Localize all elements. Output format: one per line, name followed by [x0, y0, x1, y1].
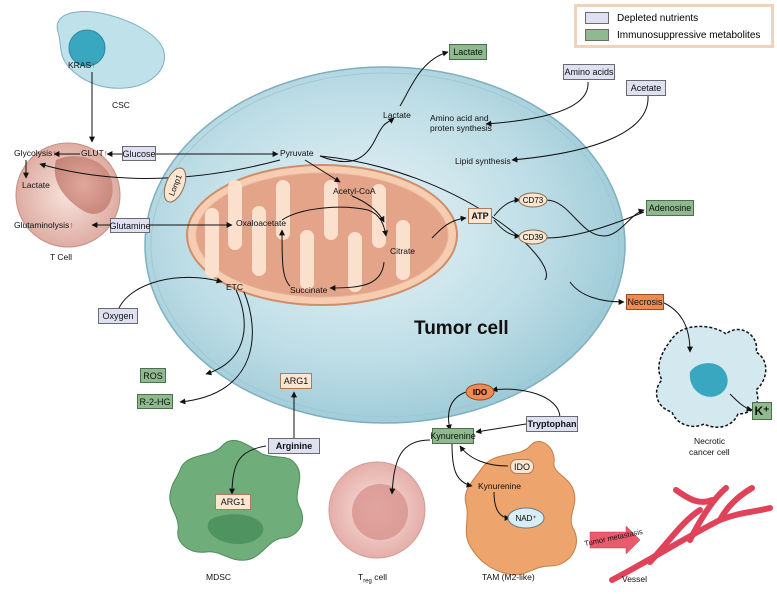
lipid-synthesis-label: Lipid synthesis — [455, 156, 511, 166]
amino-synthesis-label-2: proten synthesis — [430, 123, 492, 133]
r2hg-box: R-2-HG — [137, 394, 173, 409]
amino-acids-box: Amino acids — [563, 64, 615, 80]
tcell-label: T Cell — [50, 252, 73, 262]
glut-label: GLUT↑ — [81, 148, 108, 158]
necrotic-to-k-arrow — [729, 393, 753, 412]
ido-tam-box: IDO — [510, 459, 534, 474]
tumor-to-necrosis-arrow — [569, 281, 625, 305]
necrosis-box: Necrosis — [626, 294, 664, 310]
cd39-marker — [518, 229, 548, 245]
glutamine-box: Glutamine — [109, 218, 151, 233]
kynurenine-to-tam-kynurenine-arrow — [451, 443, 473, 488]
oxaloacetate-label: Oxaloacetate — [236, 218, 287, 228]
csc-label: CSC — [112, 100, 130, 110]
acetate-to-lipid-arrow — [511, 95, 649, 163]
legend: Depleted nutrients Immunosuppressive met… — [574, 4, 774, 48]
arginine-to-mdsc-arg1-arrow — [229, 445, 267, 495]
mdsc-nucleus — [207, 514, 264, 545]
cd39-to-adenosine-arrow — [545, 211, 645, 239]
glycolysis-label: Glycolysis↑ — [14, 148, 57, 158]
tumor-metastasis-arrow — [589, 525, 641, 555]
treg-nucleus — [352, 484, 408, 540]
tryptophan-arc-arrow — [491, 386, 561, 419]
acetate-box: Acetate — [626, 80, 666, 96]
cd73-label: CD73 — [523, 196, 544, 205]
acetylcoa-to-citrate — [351, 195, 385, 223]
nad-label: NAD⁺ — [515, 514, 536, 523]
mdsc-label: MDSC — [206, 572, 232, 582]
pyruvate-to-acetylcoa-arrow — [304, 159, 341, 183]
treg-label: Treg cell — [358, 572, 387, 585]
etc-label: ETC — [226, 282, 243, 292]
acetylcoa-label: Acetyl-CoA — [333, 186, 376, 196]
citrate-to-atp-arrow — [431, 215, 467, 239]
ido-top-label: IDO — [473, 388, 487, 397]
ido-to-kynurenine-arrow — [445, 391, 467, 431]
tam-label: TAM (M2-like) — [482, 572, 535, 582]
oxygen-to-etc-arrow — [117, 276, 223, 311]
etc-to-r2hg-arrow — [179, 291, 253, 405]
vessel — [609, 485, 773, 583]
oxygen-box: Oxygen — [98, 308, 138, 324]
tam-kynurenine-label: Kynurenine — [478, 481, 522, 491]
kynurenine-to-treg-arrow — [389, 439, 431, 495]
legend-immuno-label: Immunosuppressive metabolites — [617, 29, 761, 41]
tumor-cell-label: Tumor cell — [414, 318, 509, 339]
amino-synthesis-label-1: Amino acid and — [430, 113, 489, 123]
pyruvate-to-lactate-arrow — [319, 117, 395, 163]
lactate-to-export-arrow — [399, 50, 449, 107]
lactate-box: Lactate — [449, 44, 487, 60]
legend-depleted: Depleted nutrients — [585, 12, 698, 24]
arg1-top-box: ARG1 — [280, 373, 312, 389]
atp-to-cd39-arrow — [493, 219, 521, 239]
tryptophan-to-kynurenine-arrow — [475, 423, 527, 435]
csc-nucleus — [68, 29, 106, 67]
tca-succinate-to-oxaloacetate — [279, 229, 291, 287]
kynurenine-box: Kynurenine — [430, 428, 476, 444]
ido-tam-to-kynurenine-arrow — [459, 445, 509, 467]
adenosine-box: Adenosine — [646, 200, 694, 216]
etc-to-ros-arrow — [205, 289, 245, 376]
ros-box: ROS — [140, 368, 166, 383]
ido-top-marker — [465, 383, 495, 401]
cd73-to-adenosine-arrow — [545, 199, 645, 237]
vessel-label: Vessel — [622, 574, 648, 584]
glucose-box: Glucose — [122, 146, 156, 161]
atp-box: ATP — [468, 208, 492, 224]
legend-immuno-swatch — [585, 29, 609, 41]
pyruvate-label: Pyruvate — [280, 148, 314, 158]
tcell-lactate-label: Lactate — [22, 180, 50, 190]
lonp1-protein: Lonp1 — [163, 167, 187, 203]
arg1-mdsc-box: ARG1 — [215, 494, 251, 510]
necrotic-label-1: Necrotic — [694, 436, 726, 446]
glutaminolysis-label: Glutaminolysis↑ — [14, 220, 74, 230]
tca-oxaloacetate-to-citrate — [281, 206, 389, 237]
k-ion-box: K⁺ — [752, 402, 772, 420]
arginine-box: Arginine — [268, 438, 320, 454]
cd39-label: CD39 — [523, 233, 544, 242]
cd73-marker — [518, 192, 548, 208]
tca-citrate-to-succinate — [329, 261, 385, 291]
legend-depleted-label: Depleted nutrients — [617, 12, 699, 24]
amino-acids-to-synthesis-arrow — [485, 81, 589, 127]
nad-marker — [507, 507, 545, 529]
kras-label: KRAS↑ — [68, 60, 96, 70]
citrate-label: Citrate — [390, 246, 416, 256]
legend-immuno: Immunosuppressive metabolites — [585, 29, 760, 41]
tryptophan-box: Tryptophan — [526, 416, 578, 432]
succinate-label: Succinate — [290, 285, 328, 295]
necrotic-nucleus — [689, 363, 728, 397]
t-cell-nucleus — [54, 156, 113, 214]
necrosis-to-necrotic-arrow — [661, 301, 693, 353]
legend-depleted-swatch — [585, 12, 609, 24]
necrotic-label-2: cancer cell — [689, 447, 730, 457]
lactate-mid-label: Lactate — [383, 110, 411, 120]
atp-to-cd73-arrow — [493, 197, 521, 217]
tumor-cell-inner-membrane — [150, 72, 620, 418]
